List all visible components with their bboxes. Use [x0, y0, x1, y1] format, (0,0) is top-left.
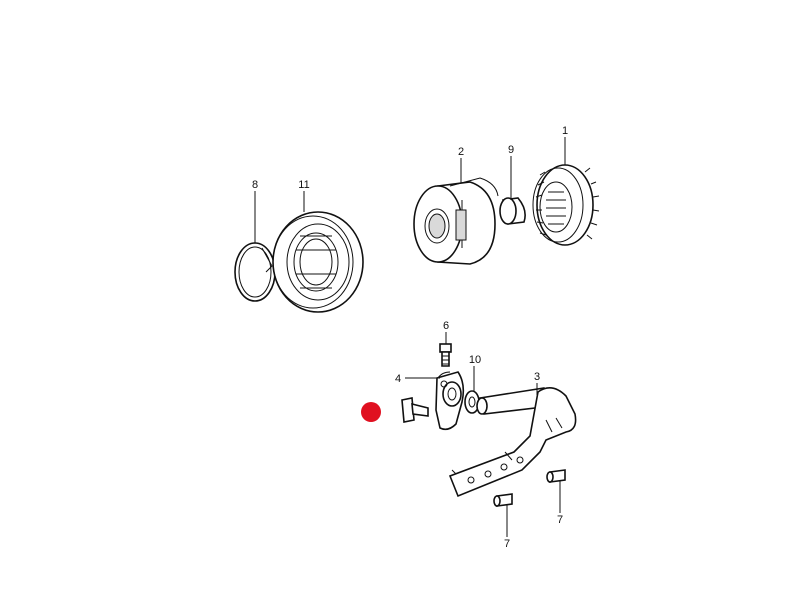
label-part-4: 4	[395, 373, 401, 385]
label-part-10: 10	[469, 354, 481, 366]
label-part-3: 3	[534, 371, 540, 383]
label-part-9: 9	[508, 144, 514, 156]
label-part-6: 6	[443, 320, 449, 332]
label-part-2: 2	[458, 146, 464, 158]
label-part-8: 8	[252, 179, 258, 191]
part-4-shift-block[interactable]	[435, 371, 465, 431]
part-6-screw[interactable]	[439, 343, 452, 367]
part-11-bearing[interactable]	[272, 211, 364, 313]
label-part-7-left: 7	[504, 538, 510, 550]
part-3-shift-rod[interactable]	[448, 387, 577, 498]
part-9-bushing[interactable]	[499, 197, 526, 225]
part-labels: 1 2 9 8 11 6 10 4 3 7 7	[252, 125, 568, 550]
label-part-1: 1	[562, 125, 568, 137]
part-2-hub[interactable]	[413, 177, 499, 265]
part-1-synchro-gear[interactable]	[532, 164, 600, 246]
label-part-11: 11	[298, 179, 309, 191]
part-5-t-bolt[interactable]	[401, 397, 429, 423]
leader-lines	[254, 137, 566, 537]
part-7-stud-b[interactable]	[546, 469, 566, 483]
part-8-snap-ring[interactable]	[234, 242, 276, 302]
label-part-7-right: 7	[557, 514, 563, 526]
part-7-stud-a[interactable]	[493, 493, 513, 507]
highlight-marker-dot[interactable]	[361, 402, 381, 422]
